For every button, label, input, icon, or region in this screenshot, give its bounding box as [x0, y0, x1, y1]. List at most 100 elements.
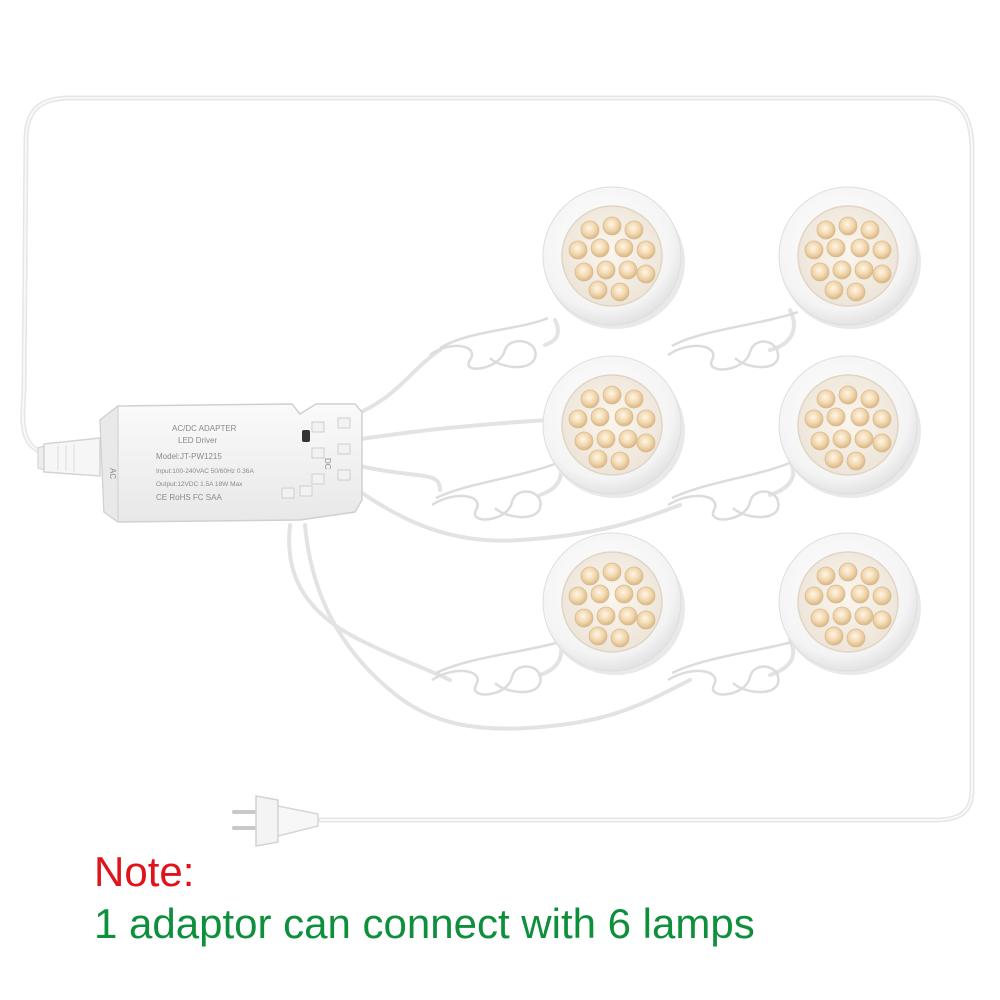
- led-puck-lamp-icon: [542, 532, 685, 675]
- led-chip: [574, 608, 594, 628]
- led-chip: [824, 626, 844, 646]
- lamp-group: [542, 186, 921, 675]
- led-chip: [804, 586, 824, 606]
- led-puck-lamp-icon: [542, 186, 685, 329]
- led-chip: [596, 260, 616, 280]
- led-chip: [850, 584, 870, 604]
- led-chip: [614, 238, 634, 258]
- led-chip: [602, 216, 622, 236]
- led-driver-box-icon: AC/DC ADAPTER LED Driver Model:JT-PW1215…: [99, 403, 363, 523]
- led-chip: [580, 566, 600, 586]
- led-chip: [872, 240, 892, 260]
- led-chip: [826, 407, 846, 427]
- led-chip: [624, 566, 644, 586]
- led-chip: [832, 606, 852, 626]
- led-chip: [590, 238, 610, 258]
- led-chip: [832, 260, 852, 280]
- adapter-subtitle: LED Driver: [178, 436, 217, 445]
- led-chip: [816, 566, 836, 586]
- led-chip: [618, 260, 638, 280]
- led-chip: [636, 240, 656, 260]
- led-chip: [860, 220, 880, 240]
- led-chip: [624, 220, 644, 240]
- led-chip: [838, 385, 858, 405]
- led-chip: [850, 238, 870, 258]
- led-chip: [810, 608, 830, 628]
- led-chip: [596, 606, 616, 626]
- led-puck-lamp-icon: [778, 355, 921, 498]
- led-chip: [580, 220, 600, 240]
- led-chip: [816, 220, 836, 240]
- led-chip: [580, 389, 600, 409]
- led-puck-lamp-icon: [542, 355, 685, 498]
- led-chip: [810, 262, 830, 282]
- led-chip: [568, 409, 588, 429]
- ac-connector: [37, 437, 101, 477]
- led-chip: [588, 280, 608, 300]
- led-chip: [810, 431, 830, 451]
- led-chip: [614, 407, 634, 427]
- led-chip: [860, 389, 880, 409]
- adapter-title: AC/DC ADAPTER: [172, 424, 237, 433]
- led-chip: [624, 389, 644, 409]
- led-chip: [596, 429, 616, 449]
- adapter-input: Input:100-240VAC 50/60Hz 0.36A: [156, 468, 254, 475]
- led-chip: [568, 240, 588, 260]
- led-chip: [854, 260, 874, 280]
- led-chip: [838, 216, 858, 236]
- led-chip: [636, 264, 656, 284]
- led-chip: [872, 264, 892, 284]
- led-chip: [636, 586, 656, 606]
- led-chip: [872, 610, 892, 630]
- led-chip: [610, 451, 630, 471]
- led-chip: [816, 389, 836, 409]
- led-chip: [838, 562, 858, 582]
- led-puck-lamp-icon: [778, 532, 921, 675]
- adapter-ac-label: AC: [108, 468, 117, 479]
- led-chip: [614, 584, 634, 604]
- led-chip: [618, 429, 638, 449]
- led-chip: [846, 628, 866, 648]
- led-chip: [618, 606, 638, 626]
- note-title: Note:: [94, 848, 195, 895]
- led-chip: [804, 409, 824, 429]
- led-chip: [824, 280, 844, 300]
- led-chip: [602, 385, 622, 405]
- led-chip: [574, 262, 594, 282]
- cable-coils: [429, 310, 799, 696]
- led-chip: [846, 282, 866, 302]
- led-chip: [602, 562, 622, 582]
- led-chip: [590, 584, 610, 604]
- led-chip: [574, 431, 594, 451]
- led-chip: [854, 429, 874, 449]
- led-chip: [850, 407, 870, 427]
- led-chip: [610, 628, 630, 648]
- led-chip: [636, 409, 656, 429]
- adapter-dc-label: DC: [323, 458, 332, 470]
- adapter-output: Output:12VDC 1.5A 18W Max: [156, 481, 243, 488]
- note-body: 1 adaptor can connect with 6 lamps: [94, 900, 755, 947]
- led-chip: [804, 240, 824, 260]
- led-chip: [568, 586, 588, 606]
- led-chip: [826, 238, 846, 258]
- led-chip: [860, 566, 880, 586]
- led-chip: [872, 433, 892, 453]
- adapter-certs: CE RoHS FC SAA: [156, 493, 222, 502]
- led-chip: [854, 606, 874, 626]
- eu-plug-icon: [232, 795, 319, 847]
- led-chip: [588, 449, 608, 469]
- led-chip: [636, 610, 656, 630]
- led-chip: [824, 449, 844, 469]
- led-chip: [846, 451, 866, 471]
- led-chip: [872, 409, 892, 429]
- led-chip: [590, 407, 610, 427]
- led-chip: [636, 433, 656, 453]
- adapter-model: Model:JT-PW1215: [156, 452, 222, 461]
- led-chip: [872, 586, 892, 606]
- led-chip: [610, 282, 630, 302]
- led-puck-lamp-icon: [778, 186, 921, 329]
- led-chip: [832, 429, 852, 449]
- led-chip: [826, 584, 846, 604]
